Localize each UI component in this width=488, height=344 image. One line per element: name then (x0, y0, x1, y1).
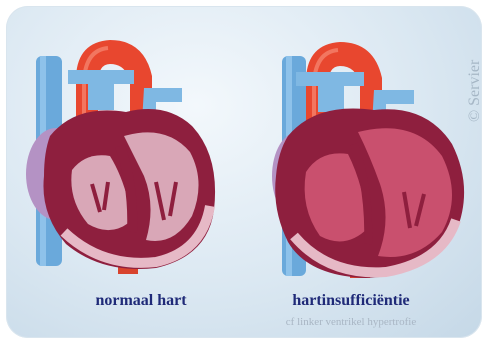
diagram-card: normaal hart hartinsufficiëntie cf linke… (6, 6, 482, 338)
heart-failure-illustration (6, 6, 482, 338)
heart-failure-subcaption: cf linker ventrikel hypertrofie (236, 316, 466, 328)
normal-heart-caption: normaal hart (46, 292, 236, 310)
heart-failure-caption: hartinsufficiëntie (246, 292, 456, 310)
copyright-text: © Servier (466, 60, 482, 122)
copyright-notice: © Servier (462, 26, 482, 126)
